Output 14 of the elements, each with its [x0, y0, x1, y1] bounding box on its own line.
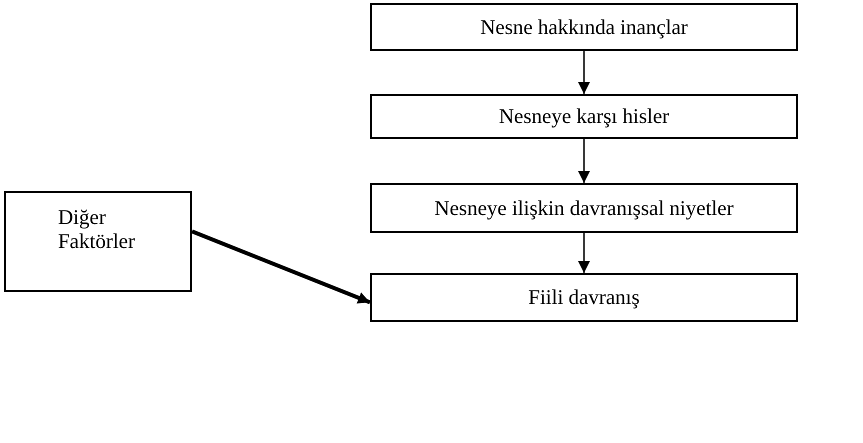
- process-box: [370, 183, 798, 233]
- process-box: [370, 3, 798, 51]
- box-label: Nesneye karşı hisler: [498, 104, 670, 129]
- arrow: [578, 139, 590, 183]
- arrow: [578, 51, 590, 94]
- arrow: [191, 230, 371, 304]
- box-label: Fiili davranış: [528, 285, 640, 310]
- arrow: [578, 233, 590, 273]
- box-label: Nesneye ilişkin davranışsal niyetler: [434, 196, 734, 220]
- box-label: Diğer Faktörler: [58, 205, 136, 254]
- process-box: [4, 191, 192, 292]
- process-box: [370, 273, 798, 322]
- process-box: [370, 94, 798, 139]
- box-label: Nesne hakkında inançlar: [480, 14, 688, 40]
